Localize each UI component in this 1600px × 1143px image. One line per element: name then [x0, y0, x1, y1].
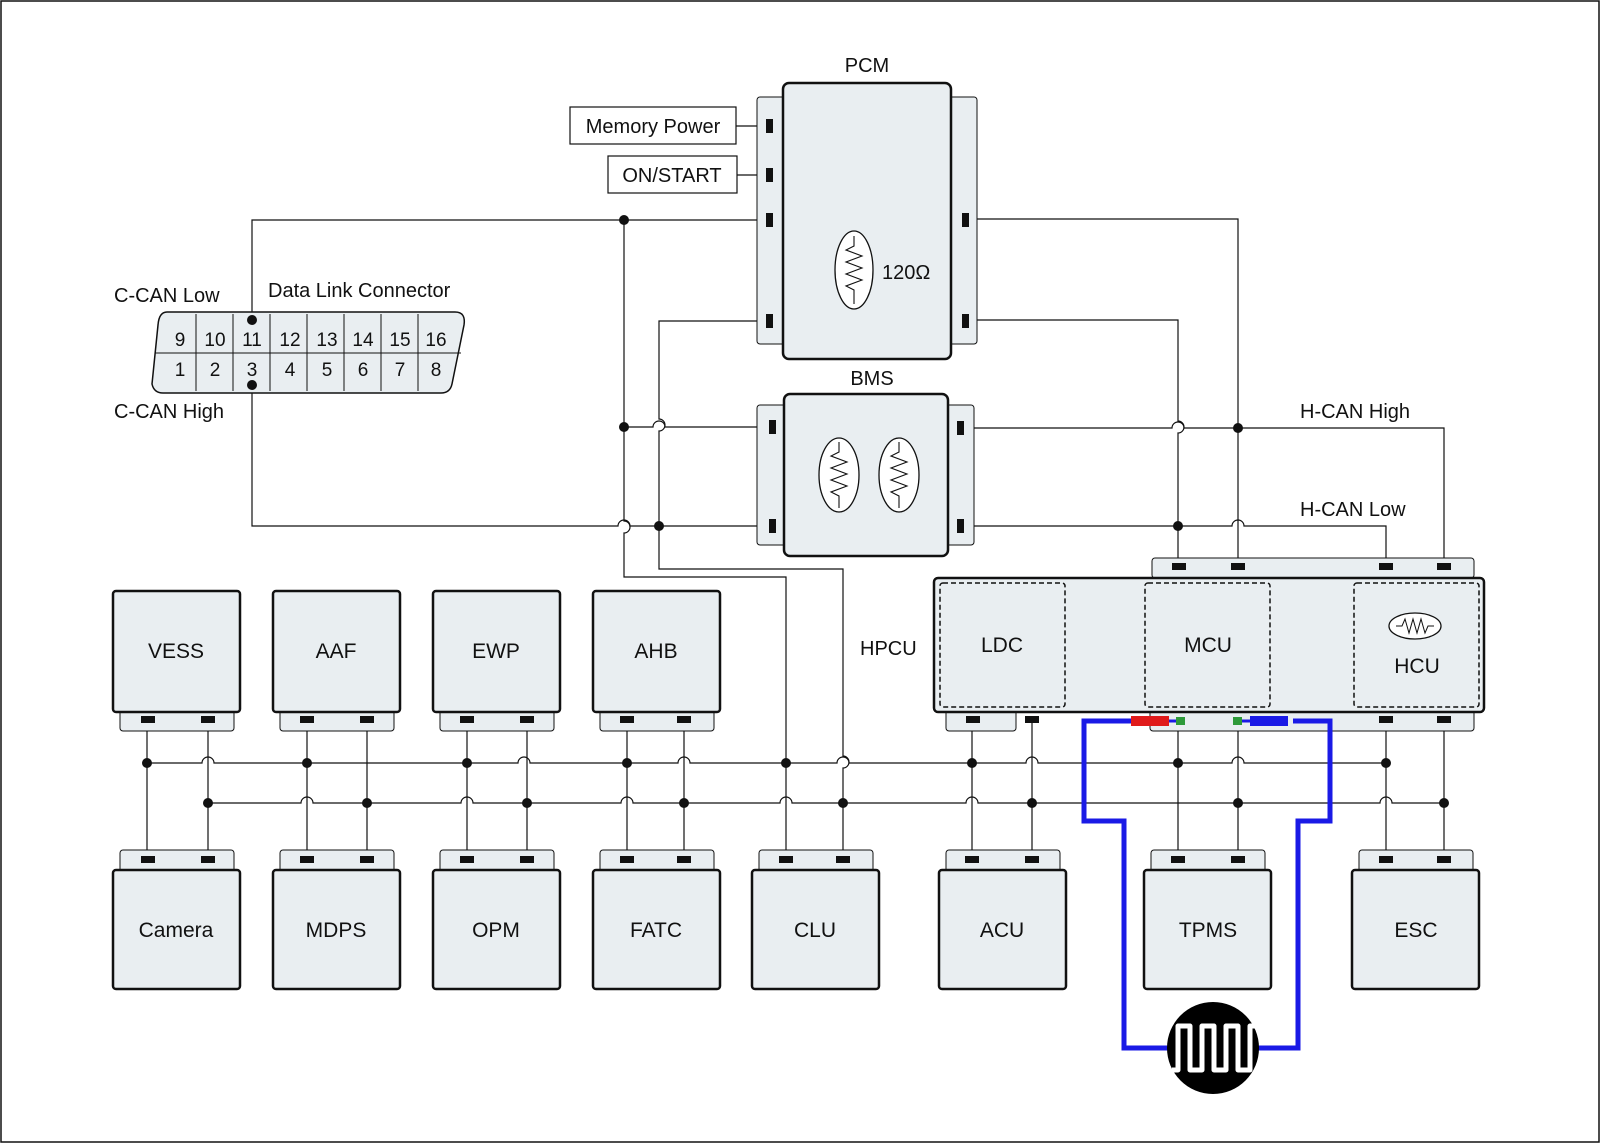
- probe-blue: [1250, 716, 1288, 726]
- hcu-label: HCU: [1394, 655, 1440, 678]
- svg-text:EWP: EWP: [472, 640, 520, 663]
- svg-text:Memory Power: Memory Power: [586, 116, 721, 138]
- svg-text:OPM: OPM: [472, 919, 520, 942]
- dlc-pin: 14: [352, 330, 374, 351]
- hpcu-title: HPCU: [860, 638, 917, 660]
- module-tpms: TPMS: [1142, 849, 1273, 991]
- module-vess: VESS: [111, 589, 242, 732]
- dlc-pin: 12: [279, 330, 300, 351]
- dlc-pin: 15: [389, 330, 410, 351]
- dlc-pin: 3: [247, 360, 258, 381]
- ldc-label: LDC: [981, 634, 1023, 657]
- mcu-label: MCU: [1184, 634, 1232, 657]
- probe-green: [1233, 717, 1242, 725]
- module-aaf: AAF: [271, 589, 402, 732]
- pcm-resistor-label: 120Ω: [882, 262, 930, 284]
- memory-power-box: Memory Power: [569, 106, 737, 145]
- svg-text:FATC: FATC: [630, 919, 682, 942]
- svg-text:ESC: ESC: [1394, 919, 1437, 942]
- svg-text:CLU: CLU: [794, 919, 836, 942]
- module-fatc: FATC: [591, 849, 722, 991]
- svg-text:VESS: VESS: [148, 640, 204, 663]
- dlc-pin: 9: [175, 330, 186, 351]
- module-mdps: MDPS: [271, 849, 402, 991]
- svg-text:TPMS: TPMS: [1179, 919, 1237, 942]
- bms-module: BMS: [756, 368, 975, 558]
- module-esc: ESC: [1350, 849, 1481, 991]
- svg-text:ACU: ACU: [980, 919, 1024, 942]
- module-camera: Camera: [111, 849, 242, 991]
- dlc-pin: 4: [285, 360, 296, 381]
- module-ewp: EWP: [431, 589, 562, 732]
- dlc-pin: 13: [316, 330, 337, 351]
- svg-text:ON/START: ON/START: [622, 165, 721, 187]
- svg-text:AHB: AHB: [634, 640, 677, 663]
- oscilloscope-wiring: [1081, 716, 1333, 1051]
- dlc-pin: 2: [210, 360, 221, 381]
- dlc-pin: 11: [242, 330, 262, 351]
- dlc-pin: 10: [204, 330, 225, 351]
- pcm-title: PCM: [845, 55, 889, 77]
- module-clu: CLU: [750, 849, 881, 991]
- dlc-pin: 6: [358, 360, 369, 381]
- dlc-title: Data Link Connector: [268, 280, 451, 302]
- probe-green: [1176, 717, 1185, 725]
- module-ahb: AHB: [591, 589, 722, 732]
- dlc-pin: 7: [395, 360, 406, 381]
- probe-red: [1131, 716, 1169, 726]
- oscilloscope-icon: [1167, 1002, 1259, 1094]
- bms-title: BMS: [850, 368, 893, 390]
- dlc-pin: 1: [175, 360, 186, 381]
- module-opm: OPM: [431, 849, 562, 991]
- resistor-icon: [834, 230, 874, 310]
- dlc-pin: 8: [431, 360, 442, 381]
- data-link-connector: 9 10 11 12 13 14 15 16 1 2 3 4 5 6 7 8 D…: [114, 280, 466, 423]
- dlc-pin: 5: [322, 360, 333, 381]
- svg-text:AAF: AAF: [316, 640, 357, 663]
- resistor-icon: [878, 437, 920, 513]
- resistor-icon: [818, 437, 860, 513]
- dlc-pin: 16: [425, 330, 446, 351]
- hpcu-module: HPCU LDC MCU HCU: [860, 557, 1486, 732]
- resistor-icon: [1388, 612, 1442, 640]
- h-can-low-label: H-CAN Low: [1300, 499, 1406, 521]
- c-can-low-label: C-CAN Low: [114, 285, 220, 307]
- pcm-module: 120Ω PCM: [756, 55, 978, 361]
- svg-text:MDPS: MDPS: [306, 919, 367, 942]
- h-can-high-label: H-CAN High: [1300, 401, 1410, 423]
- module-acu: ACU: [937, 849, 1068, 991]
- on-start-box: ON/START: [607, 155, 738, 194]
- c-can-high-label: C-CAN High: [114, 401, 224, 423]
- svg-text:Camera: Camera: [139, 919, 214, 942]
